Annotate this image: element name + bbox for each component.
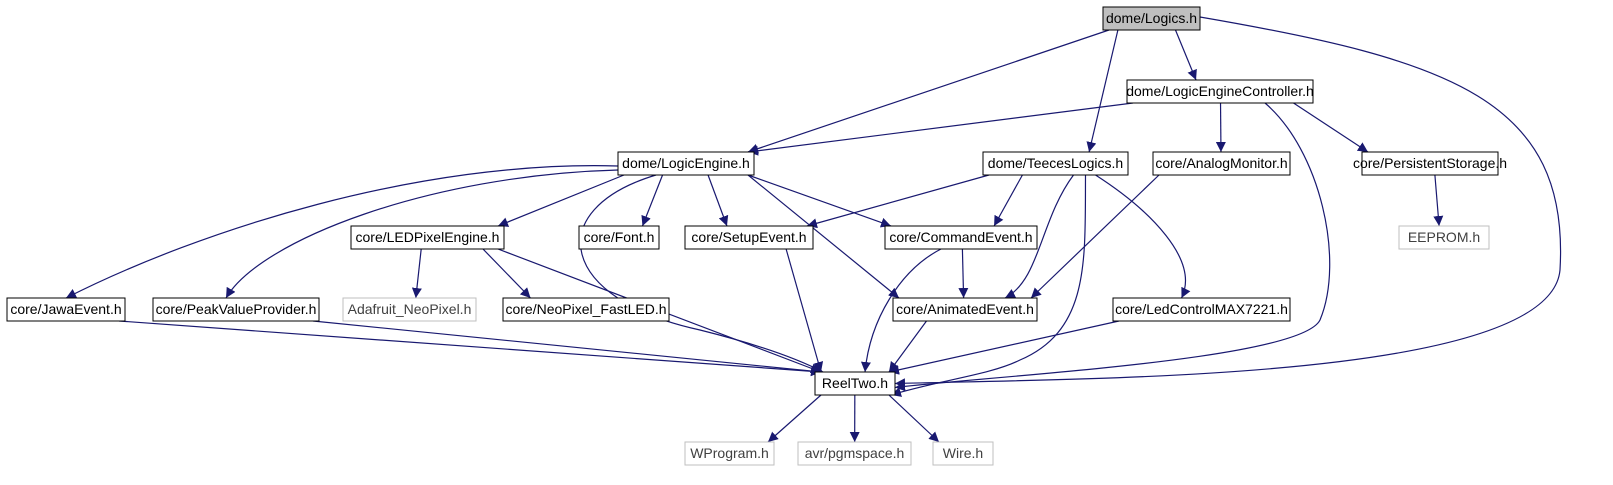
node-label: core/Font.h (584, 229, 655, 245)
node-label: Wire.h (943, 445, 983, 461)
node-box (152, 297, 320, 322)
node-label: avr/pgmspace.h (805, 445, 905, 461)
node-label: dome/LogicEngineController.h (1126, 83, 1314, 99)
edge-n2-to-n11 (65, 165, 619, 299)
graph-node[interactable]: core/Font.h (578, 225, 660, 250)
edge-n2-to-n12 (225, 169, 619, 299)
edge-n2-to-n8 (641, 174, 664, 227)
graph-node[interactable]: dome/TeecesLogics.h (982, 151, 1129, 176)
edge-n7-to-n14 (482, 248, 531, 299)
node-box (1398, 225, 1490, 250)
graph-node[interactable]: core/PeakValueProvider.h (152, 297, 320, 322)
node-label: core/SetupEvent.h (691, 229, 806, 245)
node-box (1361, 151, 1499, 176)
node-box (684, 225, 814, 250)
node-box (350, 225, 505, 250)
edge-n1-to-n5 (1293, 102, 1369, 153)
edge-n10-to-n15 (958, 248, 969, 299)
graph-node: Wire.h (932, 441, 994, 466)
node-label: core/LedControlMAX7221.h (1115, 301, 1288, 317)
edge-n2-to-n15 (747, 174, 900, 299)
node-box (578, 225, 660, 250)
node-box (617, 151, 755, 176)
node-box (1152, 151, 1291, 176)
graph-node[interactable]: core/PersistentStorage.h (1353, 151, 1507, 176)
node-label: EEPROM.h (1408, 229, 1480, 245)
edge-n17-to-n20 (888, 394, 940, 443)
node-label: core/PeakValueProvider.h (156, 301, 317, 317)
node-label: dome/LogicEngine.h (622, 155, 750, 171)
node-label: core/CommandEvent.h (889, 229, 1032, 245)
node-box (1126, 79, 1314, 104)
graph-node[interactable]: dome/LogicEngine.h (617, 151, 755, 176)
edge-n0-to-n3 (1086, 29, 1119, 153)
edge-n9-to-n17 (785, 248, 824, 373)
graph-node[interactable]: core/CommandEvent.h (884, 225, 1038, 250)
edge-n7-to-n13 (411, 248, 422, 299)
graph-node[interactable]: core/LEDPixelEngine.h (350, 225, 505, 250)
node-label: core/JawaEvent.h (10, 301, 121, 317)
graph-node[interactable]: core/JawaEvent.h (6, 297, 126, 322)
node-box (502, 297, 670, 322)
node-label: Adafruit_NeoPixel.h (348, 301, 472, 317)
node-box (1102, 6, 1201, 31)
graph-node[interactable]: dome/LogicEngineController.h (1126, 79, 1314, 104)
edge-n2-to-n7 (497, 174, 625, 227)
node-box (684, 441, 775, 466)
node-box (884, 225, 1038, 250)
edge-n3-to-n9 (806, 174, 990, 229)
graph-node: EEPROM.h (1398, 225, 1490, 250)
edge-n15-to-n17 (888, 320, 927, 373)
node-box (932, 441, 994, 466)
graph-node[interactable]: core/AnalogMonitor.h (1152, 151, 1291, 176)
graph-node[interactable]: core/NeoPixel_FastLED.h (502, 297, 670, 322)
node-label: core/NeoPixel_FastLED.h (505, 301, 666, 317)
edge-n2-to-n17 (580, 174, 824, 373)
edge-n4-to-n15 (1030, 174, 1160, 299)
graph-node[interactable]: core/AnimatedEvent.h (892, 297, 1038, 322)
edge-n0-to-n2 (747, 29, 1110, 154)
edge-n3-to-n17 (890, 174, 1087, 397)
node-box (1112, 297, 1291, 322)
edge-n5-to-n6 (1433, 174, 1444, 227)
edge-n17-to-n18 (767, 394, 822, 443)
node-label: core/AnalogMonitor.h (1155, 155, 1287, 171)
node-box (6, 297, 126, 322)
edge-n3-to-n16 (1095, 174, 1191, 299)
edge-n3-to-n10 (993, 174, 1023, 227)
node-label: core/LEDPixelEngine.h (356, 229, 500, 245)
node-box (892, 297, 1038, 322)
node-box (982, 151, 1129, 176)
graph-node: WProgram.h (684, 441, 775, 466)
node-label: core/AnimatedEvent.h (896, 301, 1034, 317)
edge-n0-to-n1 (1174, 29, 1197, 81)
node-box (814, 371, 896, 396)
graph-node[interactable]: dome/Logics.h (1102, 6, 1201, 31)
node-label: dome/Logics.h (1106, 10, 1197, 26)
graph-node[interactable]: ReelTwo.h (814, 371, 896, 396)
edges-layer (65, 16, 1562, 443)
node-label: WProgram.h (690, 445, 769, 461)
edge-n11-to-n17 (118, 320, 822, 377)
node-label: ReelTwo.h (822, 375, 888, 391)
graph-node[interactable]: core/SetupEvent.h (684, 225, 814, 250)
nodes-layer: dome/Logics.h dome/LogicEngineController.… (6, 6, 1507, 466)
node-box (342, 297, 477, 322)
edge-n2-to-n9 (707, 174, 729, 227)
edge-n2-to-n10 (747, 174, 892, 228)
node-label: dome/TeecesLogics.h (988, 155, 1123, 171)
edge-n12-to-n17 (312, 320, 822, 376)
edge-n1-to-n2 (747, 102, 1134, 156)
edge-n16-to-n17 (888, 320, 1120, 375)
graph-node: Adafruit_NeoPixel.h (342, 297, 477, 322)
node-label: core/PersistentStorage.h (1353, 155, 1507, 171)
node-box (797, 441, 912, 466)
edge-n1-to-n17 (894, 102, 1331, 392)
edge-n0-to-n17 (894, 16, 1562, 389)
edge-n10-to-n17 (860, 248, 942, 373)
graph-node: avr/pgmspace.h (797, 441, 912, 466)
graph-node[interactable]: core/LedControlMAX7221.h (1112, 297, 1291, 322)
edge-n3-to-n15 (1004, 174, 1074, 299)
